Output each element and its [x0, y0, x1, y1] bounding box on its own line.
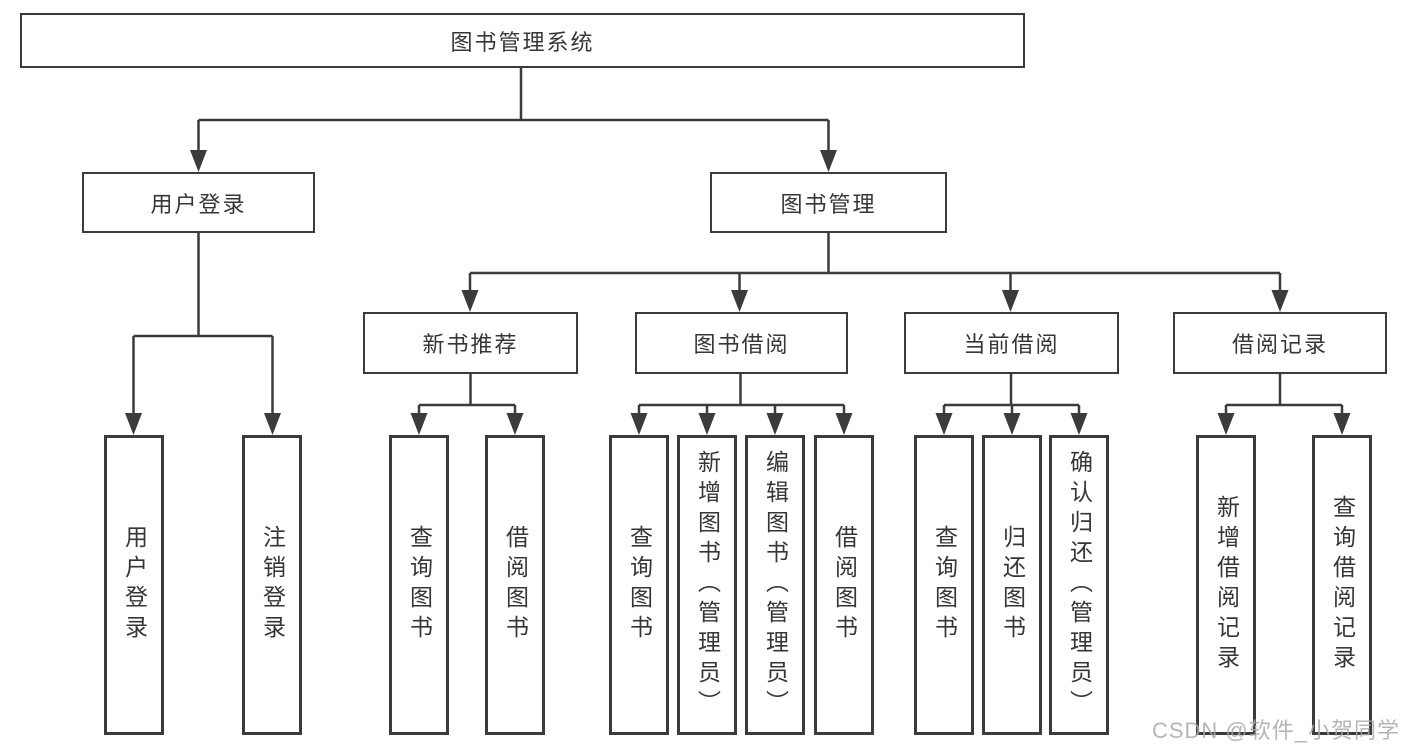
- node-leaf-query-books-current: 查询图书: [914, 435, 974, 735]
- node-leaf-return-book: 归还图书: [982, 435, 1042, 735]
- node-borrowing-records: 借阅记录: [1173, 312, 1387, 374]
- node-leaf-edit-book-admin: 编辑图书（管理员）: [745, 435, 805, 735]
- node-book-borrowing: 图书借阅: [635, 312, 848, 374]
- node-book-management: 图书管理: [710, 172, 947, 233]
- node-leaf-query-borrow-record: 查询借阅记录: [1312, 435, 1372, 735]
- node-leaf-borrow-books-recommend: 借阅图书: [485, 435, 545, 735]
- node-leaf-confirm-return-admin: 确认归还（管理员）: [1049, 435, 1109, 735]
- node-leaf-add-book-admin: 新增图书（管理员）: [677, 435, 737, 735]
- connector-paths: [132, 68, 1344, 415]
- node-user-login: 用户登录: [82, 172, 315, 233]
- csdn-watermark: CSDN @软件_小贺同学: [1151, 718, 1400, 743]
- node-root-system: 图书管理系统: [20, 13, 1025, 68]
- node-leaf-user-login: 用户登录: [104, 435, 164, 735]
- node-leaf-add-borrow-record: 新增借阅记录: [1196, 435, 1256, 735]
- node-leaf-query-books-borrow: 查询图书: [609, 435, 669, 735]
- node-leaf-query-books-recommend: 查询图书: [389, 435, 449, 735]
- node-current-borrowing: 当前借阅: [904, 312, 1119, 374]
- node-leaf-borrow-books: 借阅图书: [814, 435, 874, 735]
- node-leaf-logout: 注销登录: [242, 435, 302, 735]
- arrowhead-icons: [125, 150, 1351, 435]
- node-new-book-recommend: 新书推荐: [363, 312, 578, 374]
